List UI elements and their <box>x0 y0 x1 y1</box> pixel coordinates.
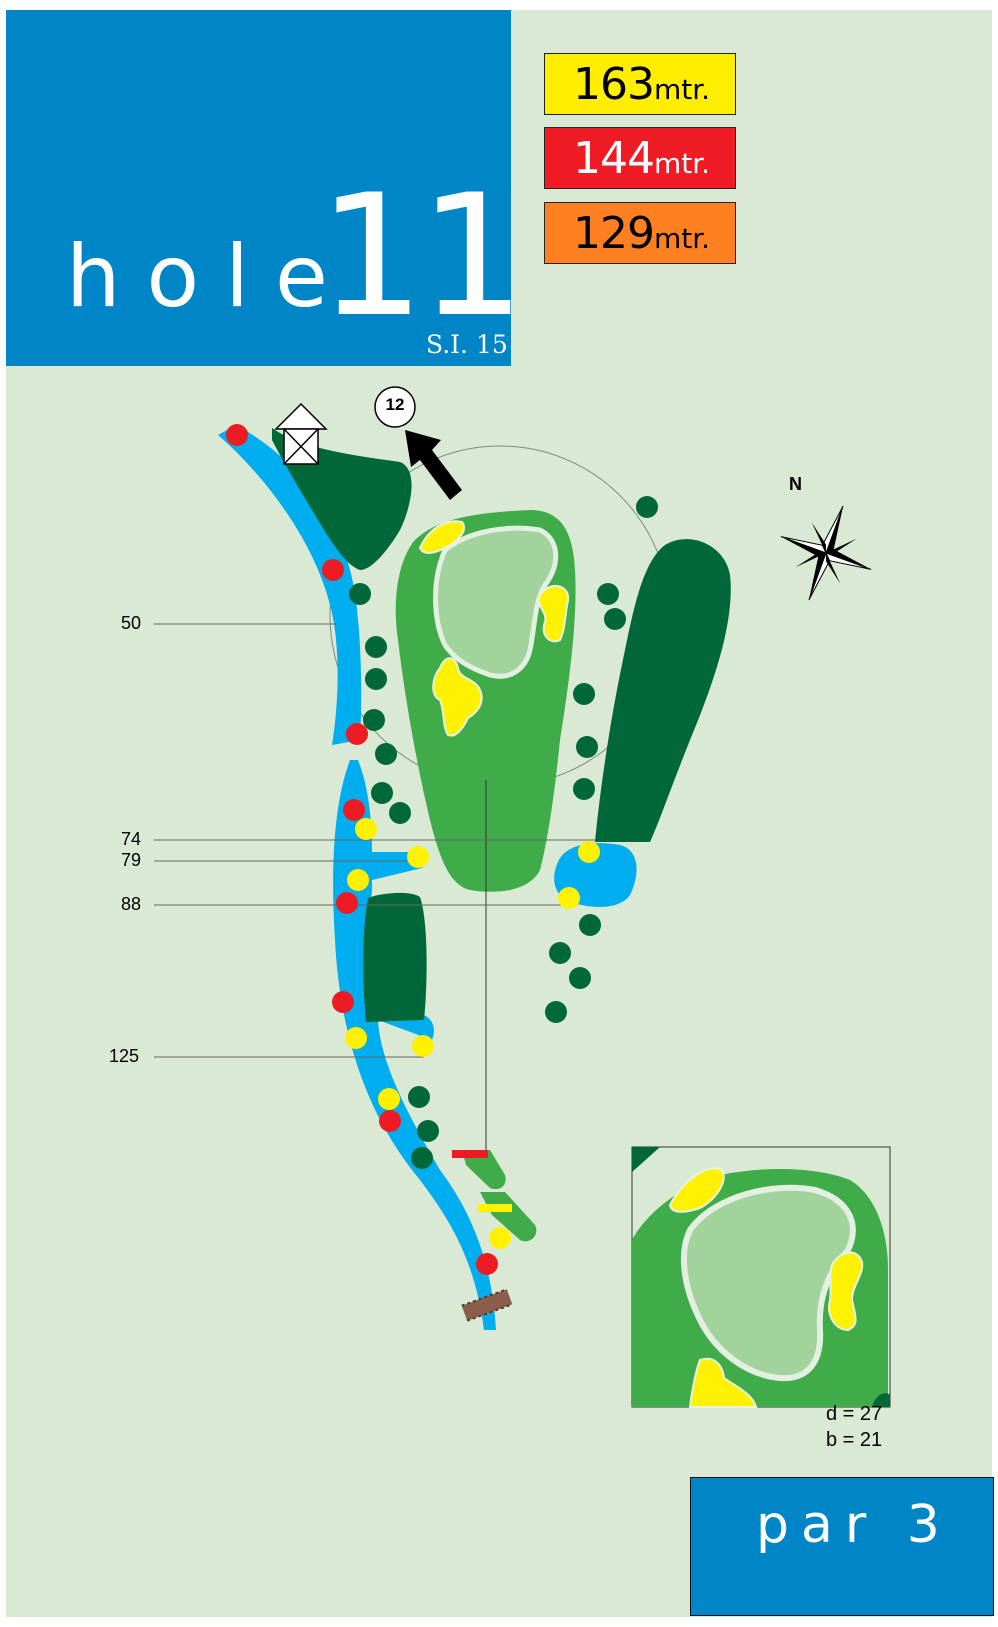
hole-number: 11 <box>318 158 526 354</box>
tree <box>636 496 658 518</box>
yellow-stake <box>345 1027 367 1049</box>
tree <box>389 802 411 824</box>
yellow-tee-distance: 163mtr. <box>544 53 736 115</box>
green-detail-inset <box>631 1146 891 1408</box>
tree <box>569 967 591 989</box>
yardage-marker-50: 50 <box>121 613 142 633</box>
distance-unit: mtr. <box>653 73 711 106</box>
par-label: par 3 <box>756 1495 952 1555</box>
yellow-stake <box>489 1227 511 1249</box>
yellow-stake <box>347 869 369 891</box>
tree <box>408 1086 430 1108</box>
hole-label: hole <box>66 227 354 327</box>
distance-value: 129 <box>573 208 655 259</box>
tree <box>365 668 387 690</box>
yardage-marker-79: 79 <box>121 850 142 870</box>
yellow-stake <box>558 887 580 909</box>
red-tee-marker <box>452 1150 488 1158</box>
next-hole-circle <box>374 386 416 428</box>
green-depth: d = 27 <box>826 1403 883 1425</box>
tree <box>417 1120 439 1142</box>
yellow-stake <box>407 846 429 868</box>
tree <box>579 914 601 936</box>
compass-north-label: N <box>789 474 802 494</box>
yardage-marker-125: 125 <box>109 1046 140 1066</box>
tree <box>375 743 397 765</box>
red-tee-distance: 144mtr. <box>544 127 736 189</box>
distance-unit: mtr. <box>653 147 711 180</box>
yellow-stake <box>355 818 377 840</box>
distance-value: 144 <box>573 133 655 184</box>
tree <box>597 583 619 605</box>
red-stake <box>346 723 368 745</box>
tree-mass-center <box>363 892 427 1022</box>
green-surface <box>433 525 559 679</box>
yellow-stake <box>578 841 600 863</box>
water-channel-upper <box>218 425 362 745</box>
tee-strip-upper <box>462 1150 506 1190</box>
next-hole-number: 12 <box>385 395 405 414</box>
tree-group <box>349 496 658 1169</box>
red-stake <box>332 991 354 1013</box>
red-stakes <box>226 424 498 1275</box>
green-breadth: b = 21 <box>826 1429 883 1451</box>
tree <box>371 782 393 804</box>
yellow-tee-marker <box>478 1204 512 1212</box>
title-panel <box>6 10 511 366</box>
par-panel <box>690 1477 994 1616</box>
tree <box>349 583 371 605</box>
tree <box>549 942 571 964</box>
orange-tee-distance: 129mtr. <box>544 202 736 264</box>
bunker-front <box>432 657 483 737</box>
distance-value: 163 <box>573 59 655 110</box>
red-stake <box>379 1110 401 1132</box>
tree <box>573 683 595 705</box>
bunker-right <box>537 585 570 643</box>
stroke-index: S.I. 15 <box>426 330 508 359</box>
red-stake <box>476 1253 498 1275</box>
red-stake <box>226 424 248 446</box>
tree <box>365 636 387 658</box>
red-stake <box>336 892 358 914</box>
red-stake <box>343 799 365 821</box>
direction-arrow-icon <box>405 430 462 500</box>
tree <box>576 736 598 758</box>
distance-unit: mtr. <box>653 222 711 255</box>
bunker-back <box>418 520 465 554</box>
yardage-marker-88: 88 <box>121 894 142 914</box>
shelter-icon <box>274 402 328 465</box>
tree <box>573 778 595 800</box>
tree <box>411 1147 433 1169</box>
tree <box>604 608 626 630</box>
red-stake <box>322 559 344 581</box>
tree-mass-right <box>595 539 731 842</box>
tree <box>363 709 385 731</box>
yardage-marker-74: 74 <box>121 829 142 849</box>
yellow-stake <box>378 1088 400 1110</box>
yellow-stake <box>412 1035 434 1057</box>
tree <box>545 1001 567 1023</box>
yellow-stakes <box>345 818 600 1249</box>
